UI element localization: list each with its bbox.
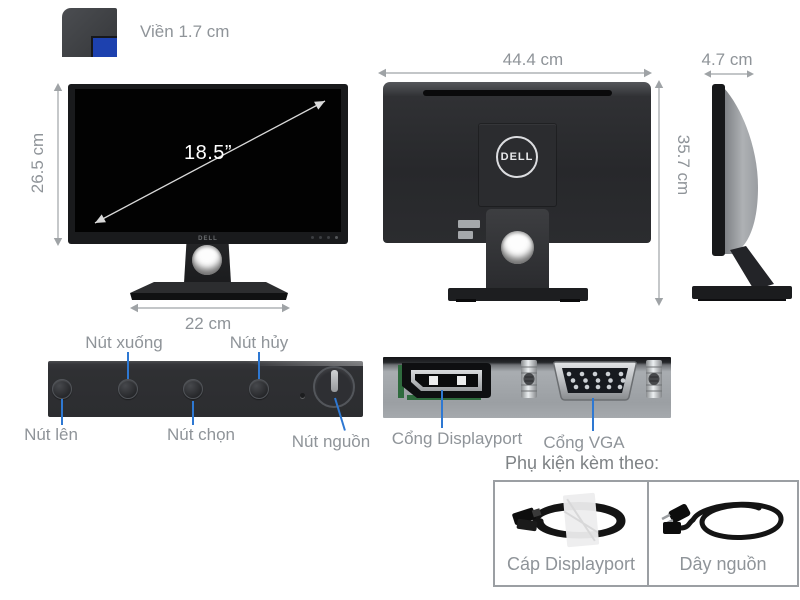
stand-foot: [456, 299, 476, 302]
vga-port: [553, 361, 637, 401]
cancel-button: [249, 379, 269, 399]
screen-diagonal-label: 18.5”: [183, 142, 233, 164]
callout-line: [441, 390, 443, 428]
callout-line: [61, 399, 63, 425]
hex-standoff-icon: [521, 360, 537, 398]
base-width-dimension-arrow: [130, 303, 290, 313]
stand-hole-back: [501, 231, 534, 264]
button-down-label: Nút xuống: [85, 333, 163, 352]
monitor-side-view: [692, 84, 792, 301]
dell-logo-text: DELL: [500, 151, 534, 163]
base-width-label: 22 cm: [184, 314, 232, 333]
stand-foot: [560, 299, 580, 302]
select-button: [183, 379, 203, 399]
back-height-dimension-arrow: [654, 80, 664, 306]
accessories-title: Phụ kiện kèm theo:: [505, 453, 660, 473]
back-width-label: 44.4 cm: [502, 50, 564, 69]
stand-base-front: [130, 282, 288, 300]
diagonal-arrow: [94, 100, 326, 224]
displayport-cable-label: Cáp Displayport: [506, 554, 636, 574]
osd-dot-icon: [311, 236, 314, 239]
callout-line: [592, 398, 594, 431]
stand-base-back: [448, 288, 588, 301]
control-panel-photo: [48, 361, 363, 417]
osd-dot-icon: [327, 236, 330, 239]
displayport-label: Cổng Displayport: [391, 429, 523, 448]
up-button: [52, 379, 72, 399]
callout-line: [127, 352, 129, 379]
regulatory-sticker: [458, 220, 480, 228]
power-button: [313, 366, 355, 408]
callout-line: [192, 401, 194, 425]
side-depth-label: 4.7 cm: [701, 50, 753, 69]
accessories-box: Cáp Displayport Dây nguồn: [493, 480, 799, 587]
front-height-label: 26.5 cm: [28, 132, 47, 194]
callout-line: [258, 352, 260, 379]
osd-dot-icon: [319, 236, 322, 239]
power-cord-image: [661, 501, 784, 540]
button-up-label: Nút lên: [24, 425, 78, 444]
height-dimension-arrow: [53, 83, 63, 246]
panel-dot: [300, 393, 305, 398]
hex-standoff-icon: [646, 360, 662, 398]
button-select-label: Nút chọn: [166, 425, 236, 444]
button-cancel-label: Nút hủy: [229, 333, 289, 352]
bezel-corner-icon: [62, 8, 117, 57]
monitor-front-view: 18.5” DELL: [68, 84, 348, 244]
vga-label: Cổng VGA: [543, 433, 625, 452]
monitor-screen: [75, 89, 341, 232]
down-button: [118, 379, 138, 399]
displayport-cable-image: [512, 492, 626, 548]
depth-dimension-arrow: [704, 70, 754, 78]
bezel-size-label: Viền 1.7 cm: [140, 22, 230, 41]
power-mark-icon: [331, 370, 338, 392]
screen-corner-swatch: [91, 36, 117, 57]
back-width-dimension-arrow: [378, 68, 652, 78]
vent-slot: [423, 90, 612, 96]
stand-hole-front: [192, 245, 222, 275]
displayport-port: [398, 363, 491, 400]
dell-logo-front: DELL: [198, 236, 218, 242]
power-cord-label: Dây nguồn: [679, 554, 767, 574]
button-power-label: Nút nguồn: [291, 432, 371, 451]
power-led-icon: [335, 236, 338, 239]
dell-logo-back: DELL: [496, 136, 538, 178]
accessories-divider: [647, 482, 649, 585]
regulatory-sticker: [458, 231, 473, 239]
